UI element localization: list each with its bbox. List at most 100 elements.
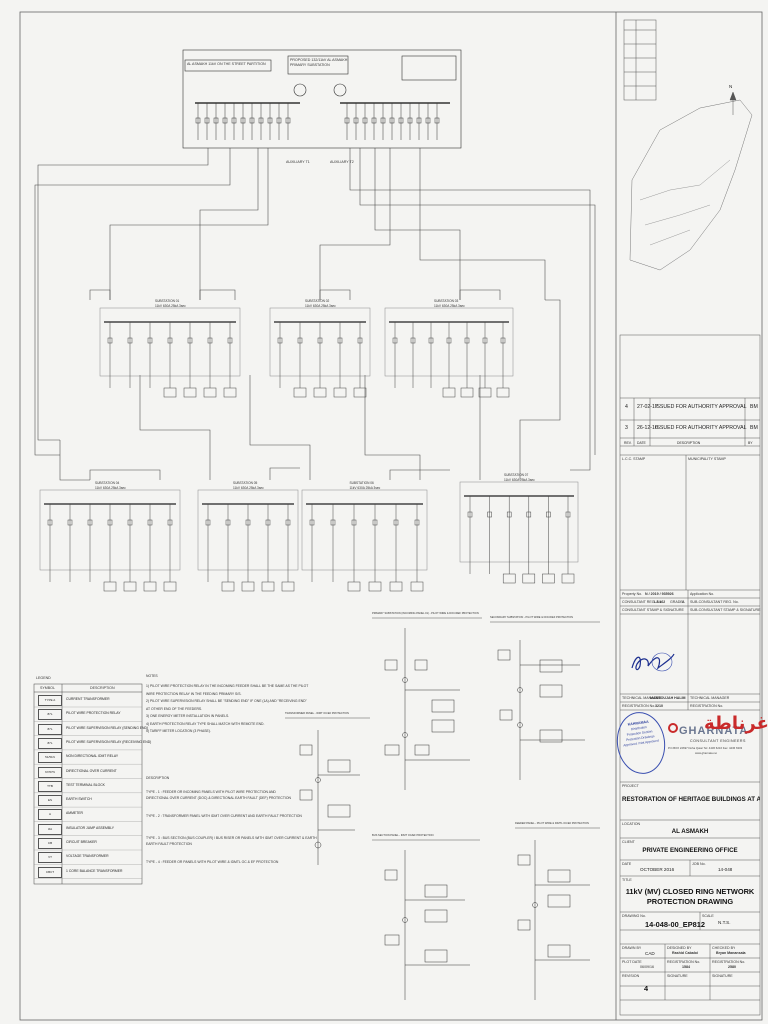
revision-label: REVISION — [622, 974, 640, 978]
substation-label: SUBSTATION 07 — [504, 473, 529, 477]
substation-breaker — [392, 337, 398, 344]
relay-box — [502, 573, 516, 584]
relay-box — [143, 581, 157, 592]
substation-breaker — [482, 337, 488, 344]
protection-detail-diagrams — [285, 617, 600, 1000]
substation-breaker — [107, 337, 113, 344]
relay-box — [203, 387, 217, 398]
project-label: PROJECT — [622, 784, 639, 788]
substation-breaker — [428, 337, 434, 344]
substation-label: SUBSTATION 03 — [434, 299, 459, 303]
feeder-breaker — [425, 117, 431, 124]
title-label: TITLE — [622, 878, 632, 882]
feeder-breaker — [371, 117, 377, 124]
tech-manager-label-2: TECHNICAL MANAGER — [690, 696, 730, 700]
feeder-breaker — [204, 117, 210, 124]
north-arrow-label: N — [729, 84, 733, 89]
revision-by: BM — [750, 425, 758, 431]
substation-breaker — [467, 511, 473, 518]
busbar-rating: 11kV 630A 25kA 3sec — [95, 486, 126, 490]
project-name: RESTORATION OF HERITAGE BUILDINGS AT AL … — [622, 796, 760, 803]
revision-date: 27-02-17 — [637, 404, 658, 410]
busbar-rating: 11kV 630A 25kA 3sec — [349, 486, 381, 490]
relay-box — [542, 573, 555, 584]
substation-breaker — [337, 337, 343, 344]
location-label: LOCATION — [622, 822, 641, 826]
substation-breaker — [414, 519, 420, 526]
substation-breaker — [546, 511, 551, 518]
key-plan — [623, 19, 753, 271]
plot-date-value: 06/09/16 — [640, 965, 654, 969]
relay-box — [561, 573, 575, 584]
detail-title: TRANSFORMER PANEL - IDMT OC/EF PROTECTIO… — [285, 712, 349, 715]
sub-consultant-stamp-label: SUB-CONSULTANT STAMP & SIGNATURE — [690, 608, 761, 612]
plot-date-label: PLOT DATE — [622, 960, 642, 964]
legend-description: INSULATOR JUMP ASSEMBLY — [66, 825, 114, 830]
legend-symbol: IJA — [38, 823, 62, 835]
grade-value: A — [682, 600, 685, 604]
location-value: AL ASMAKH — [671, 828, 709, 835]
consultant-name: GHARNATA — [679, 725, 749, 737]
feeder-breaker — [258, 117, 264, 124]
relay-box — [333, 387, 347, 398]
lcc-stamp-label: L.C.C. STAMP — [622, 457, 646, 461]
substation-breaker — [245, 519, 251, 526]
relay-box — [103, 581, 117, 592]
client-label: CLIENT — [622, 840, 635, 844]
legend-symbol-header: SYMBOL — [40, 686, 55, 690]
substation-breaker — [47, 519, 53, 526]
legend-symbol: 51/51N — [38, 752, 62, 764]
legend-description: PILOT WIRE PROTECTION RELAY — [66, 711, 121, 716]
drawing-no-label: DRAWING No. — [622, 914, 646, 918]
substation-breaker — [107, 519, 113, 526]
feeder-breaker — [398, 117, 404, 124]
municipality-stamp-label: MUNICIPALITY STAMP — [688, 457, 726, 461]
legend-description: DIRECTIONAL OVER CURRENT — [66, 768, 117, 773]
detail-title: FEEDER PANEL - PILOT WIRE & IDMTL OC/EF … — [515, 822, 589, 825]
drawn-by-label: DRAWN BY — [622, 946, 642, 950]
substation-breaker — [410, 337, 416, 344]
substation-enclosure — [301, 489, 428, 571]
legend-symbol: 67/67N — [38, 766, 62, 778]
registration-1-value: 1584 — [682, 965, 690, 969]
relay-box — [368, 581, 382, 592]
signature-label: SIGNATURE — [667, 974, 688, 978]
feeder-breaker — [249, 117, 255, 124]
relay-box — [389, 581, 403, 592]
feeder-breaker — [213, 117, 219, 124]
substation-enclosure — [459, 481, 579, 563]
description-title: DESCRIPTION — [146, 776, 170, 780]
title-block-grid — [619, 334, 761, 1016]
legend-description: CURRENT TRANSFORMER — [66, 697, 110, 701]
consultant-address: P.O.BOX 22697 Doha Qatar Tel: 4436 6216 … — [668, 746, 743, 750]
substation-breaker — [187, 337, 193, 344]
detail-title: BUS SECTION PANEL - IDMT OC/EF PROTECTIO… — [372, 834, 434, 837]
consultant-subtitle: CONSULTANT ENGINEERS — [690, 739, 746, 743]
substation-breaker — [526, 511, 532, 518]
revision-rev: 3 — [625, 425, 628, 431]
legend-table — [33, 683, 143, 885]
registration-2-label: REGISTRATION No. — [712, 960, 746, 964]
substation-breaker — [127, 337, 133, 344]
substation-breaker — [500, 337, 506, 344]
legend-description: PILOT WIRE SUPERVISION RELAY (SENDING EN… — [66, 725, 149, 730]
property-no-value: N / 2019 / 935926 — [645, 592, 674, 596]
legend-description: AMMETER — [66, 811, 83, 816]
notes-title: NOTES — [146, 674, 158, 678]
detail-title: PRIMARY SUBSTATION (INCOMING PANEL 01) -… — [372, 612, 479, 615]
substation-breaker — [506, 511, 512, 518]
busbar-rating: 11kV 630A 25kA 3sec — [305, 304, 336, 308]
legend-description: CIRCUIT BREAKER — [66, 840, 97, 844]
substation-block — [459, 481, 579, 584]
relay-box — [313, 387, 327, 398]
substation-breaker — [565, 511, 571, 518]
substation-breaker — [265, 519, 271, 526]
primary-title: AL ASMAKH 11kV ON THE STREET PARTITION — [187, 62, 266, 66]
legend-symbol: CBCT — [38, 866, 62, 878]
ring-network-cables — [34, 148, 596, 481]
